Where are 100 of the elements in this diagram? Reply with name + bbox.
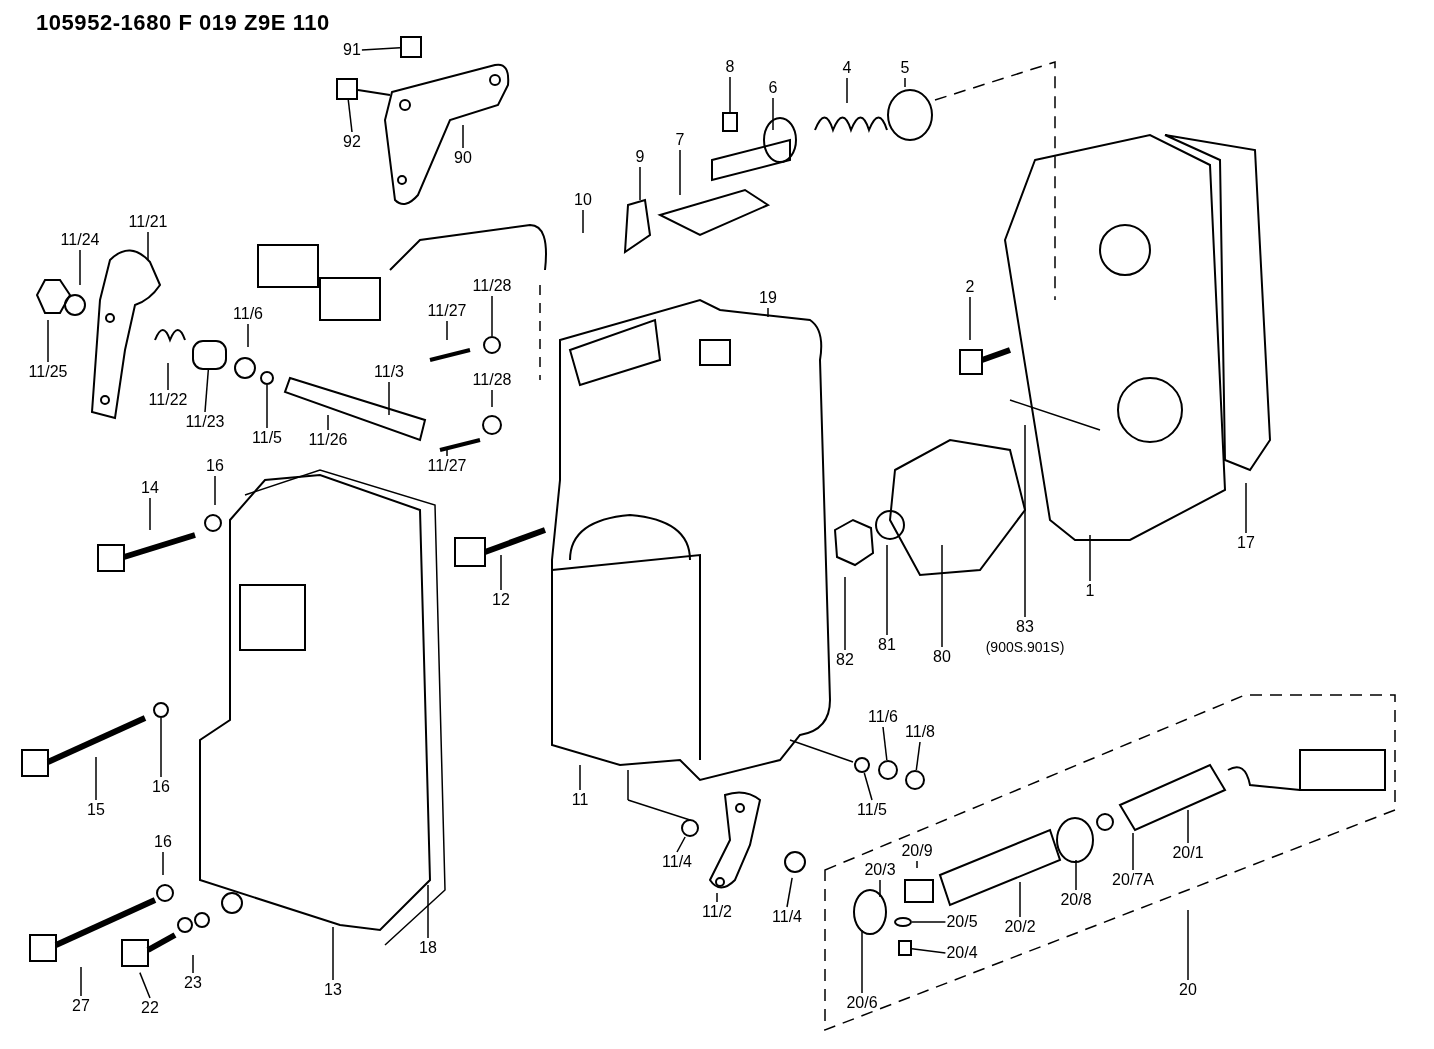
- leader-line: [427, 884, 429, 939]
- callout-number: 16: [153, 832, 173, 852]
- callout-number: 11/27: [426, 456, 468, 476]
- leader-line: [446, 320, 448, 341]
- callout-number: 22: [140, 998, 160, 1018]
- leader-line: [582, 209, 584, 234]
- callout-number: 20: [1178, 980, 1198, 1000]
- callout-number: 18: [418, 938, 438, 958]
- callout-number: 11/4: [771, 907, 803, 927]
- leader-line: [846, 77, 848, 104]
- leader-line: [716, 892, 718, 903]
- callout-number: 16: [151, 777, 171, 797]
- callout-note: (900S.901S): [985, 638, 1065, 657]
- leader-line: [679, 149, 681, 196]
- callout-number: 11: [570, 790, 590, 810]
- callout-number: 13: [323, 980, 343, 1000]
- leader-line: [162, 851, 164, 876]
- bolt-head: [898, 940, 912, 956]
- callout-number: 83: [1015, 617, 1035, 637]
- callout-number: 14: [140, 478, 160, 498]
- leader-line: [491, 389, 493, 408]
- leader-line: [904, 77, 906, 88]
- leader-line: [882, 726, 888, 761]
- callout-number: 8: [724, 57, 736, 77]
- callout-number: 20/4: [945, 943, 979, 963]
- leader-line: [1024, 424, 1026, 618]
- leader-line: [214, 475, 216, 506]
- leader-line: [95, 756, 97, 801]
- callout-number: 11/28: [471, 370, 513, 390]
- callout-number: 11/6: [867, 707, 899, 727]
- callout-number: 27: [71, 996, 91, 1016]
- callout-number: 16: [205, 456, 225, 476]
- leader-line: [579, 764, 581, 791]
- leader-line: [147, 231, 149, 261]
- callout-number: 4: [841, 58, 853, 78]
- leader-line: [204, 369, 210, 413]
- callout-number: 90: [453, 148, 473, 168]
- callout-number: 10: [573, 190, 593, 210]
- callout-number: 11/28: [471, 276, 513, 296]
- callout-number: 20/7A: [1111, 870, 1155, 890]
- leader-line: [149, 497, 151, 531]
- leader-line: [969, 296, 971, 341]
- callout-number: 11/5: [251, 428, 283, 448]
- leader-line: [500, 554, 502, 591]
- leader-line: [80, 966, 82, 997]
- leader-line: [347, 99, 353, 133]
- leader-line: [911, 921, 947, 923]
- washer-ring: [153, 702, 169, 718]
- leader-line: [167, 362, 169, 391]
- callout-number: 20/8: [1059, 890, 1093, 910]
- bolt-head: [400, 36, 422, 58]
- callout-number: 23: [183, 973, 203, 993]
- callout-number: 12: [491, 590, 511, 610]
- leader-line: [192, 954, 194, 974]
- leader-line: [266, 384, 268, 429]
- callout-number: 9: [634, 147, 646, 167]
- title: 105952-1680 F 019 Z9E 110: [36, 9, 330, 37]
- callout-number: 11/2: [701, 902, 733, 922]
- callout-number: 20/2: [1003, 917, 1037, 937]
- callout-number: 91: [342, 40, 362, 60]
- callout-number: 11/24: [59, 230, 101, 250]
- leader-line: [1245, 482, 1247, 534]
- callout-number: 11/8: [904, 722, 936, 742]
- leader-line: [247, 323, 249, 348]
- leader-line: [361, 46, 401, 51]
- callout-number: 5: [899, 58, 911, 78]
- leader-line: [160, 717, 162, 778]
- leader-line: [786, 877, 793, 908]
- callout-number: 20/9: [900, 841, 934, 861]
- callout-number: 7: [674, 130, 686, 150]
- leader-line: [844, 576, 846, 651]
- leader-line: [332, 926, 334, 981]
- leader-line: [863, 772, 873, 801]
- callout-number: 11/27: [426, 301, 468, 321]
- bolt-head: [722, 112, 738, 132]
- callout-number: 20/3: [863, 860, 897, 880]
- leader-line: [915, 741, 921, 771]
- callout-number: 11/23: [184, 412, 226, 432]
- leader-line: [916, 860, 918, 869]
- leader-line: [491, 295, 493, 337]
- leader-line: [676, 836, 686, 853]
- callout-number: 11/22: [147, 390, 189, 410]
- callout-number: 11/4: [661, 852, 693, 872]
- callout-number: 82: [835, 650, 855, 670]
- leader-line: [139, 971, 151, 999]
- washer-ring: [894, 917, 912, 927]
- leader-line: [1019, 881, 1021, 918]
- washer-ring: [260, 371, 274, 385]
- bolt-head: [336, 78, 358, 100]
- callout-number: 92: [342, 132, 362, 152]
- callout-number: 1: [1084, 581, 1096, 601]
- callout-number: 80: [932, 647, 952, 667]
- leader-line: [446, 449, 448, 457]
- callout-number: 20/5: [945, 912, 979, 932]
- leader-line: [1075, 859, 1077, 891]
- callout-number: 81: [877, 635, 897, 655]
- leader-line: [79, 249, 81, 286]
- callout-number: 6: [767, 78, 779, 98]
- leader-line: [879, 879, 881, 898]
- sleeve-part: [192, 340, 227, 370]
